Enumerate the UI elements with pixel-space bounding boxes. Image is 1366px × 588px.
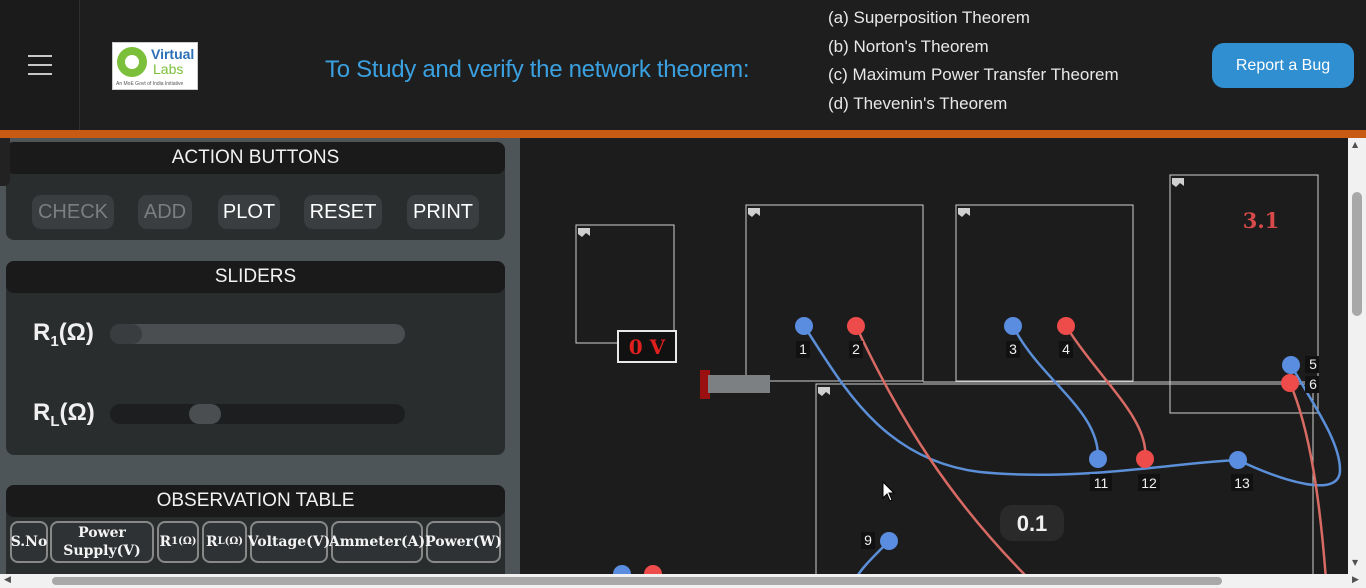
terminal-12[interactable] xyxy=(1136,450,1154,468)
header: Virtual Labs An MoE Govt of India Initia… xyxy=(0,0,1366,130)
r1-slider-track[interactable] xyxy=(110,324,405,344)
terminal-label: 9 xyxy=(864,532,872,548)
terminal-13[interactable] xyxy=(1229,451,1247,469)
observation-table-heading: OBSERVATION TABLE xyxy=(6,485,505,517)
reset-button[interactable]: RESET xyxy=(304,195,382,229)
terminal-11[interactable] xyxy=(1089,450,1107,468)
r1-slider-label: R1(Ω) xyxy=(33,319,94,350)
report-bug-button[interactable]: Report a Bug xyxy=(1212,43,1354,88)
rl-slider-track[interactable] xyxy=(110,404,405,424)
wire-13-5[interactable] xyxy=(1236,363,1342,487)
theorem-item: (c) Maximum Power Transfer Theorem xyxy=(828,65,1119,85)
mouse-cursor-icon xyxy=(882,480,896,502)
load-reading: 0.1 xyxy=(1017,511,1048,536)
sliders-card: SLIDERS R1(Ω) RL(Ω) xyxy=(6,261,505,455)
voltmeter-reading: 0 V xyxy=(629,335,666,359)
control-panel: ACTION BUTTONS CHECK ADD PLOT RESET PRIN… xyxy=(0,138,520,574)
switch-knob[interactable] xyxy=(700,370,710,399)
scroll-left-icon[interactable]: ◀ xyxy=(4,575,11,585)
broken-image-icon xyxy=(578,178,1184,396)
add-button[interactable]: ADD xyxy=(138,195,192,229)
wire-1-13[interactable] xyxy=(802,324,1240,477)
wire-6[interactable] xyxy=(1288,381,1327,580)
scroll-up-icon[interactable]: ▲ xyxy=(1352,140,1359,149)
rl-slider-label: RL(Ω) xyxy=(33,399,95,430)
terminal-3[interactable] xyxy=(1004,317,1022,335)
sliders-heading: SLIDERS xyxy=(6,261,505,293)
terminal-label: 2 xyxy=(852,341,860,357)
theorem-item: (d) Thevenin's Theorem xyxy=(828,94,1008,114)
action-buttons-card: ACTION BUTTONS CHECK ADD PLOT RESET PRIN… xyxy=(6,142,505,240)
component-image-box xyxy=(745,204,924,382)
flask-icon xyxy=(117,47,147,77)
wire-2[interactable] xyxy=(854,324,1030,580)
terminal-label: 1 xyxy=(799,341,807,357)
horizontal-scrollbar[interactable]: ◀ ▶ xyxy=(0,574,1366,588)
voltmeter-display xyxy=(617,330,677,363)
horizontal-scroll-thumb[interactable] xyxy=(52,577,1222,585)
switch-body[interactable] xyxy=(708,375,770,393)
terminal-4[interactable] xyxy=(1057,317,1075,335)
load-reading-badge xyxy=(1000,505,1064,541)
wire-3-11[interactable] xyxy=(1011,324,1100,461)
ammeter-image-box xyxy=(1169,174,1319,414)
panel-tab xyxy=(0,138,10,186)
terminal-label: 3 xyxy=(1009,341,1017,357)
terminal-label: 5 xyxy=(1309,356,1317,372)
column-voltage: Voltage(V) xyxy=(248,521,330,563)
scroll-down-icon[interactable]: ▼ xyxy=(1352,558,1359,567)
terminal-partial[interactable] xyxy=(644,565,662,583)
terminal-1[interactable] xyxy=(795,317,813,335)
terminal-partial[interactable] xyxy=(613,565,631,583)
terminal-label: 6 xyxy=(1309,376,1317,392)
hamburger-menu-icon[interactable] xyxy=(28,55,52,82)
column-ammeter: Ammeter(A) xyxy=(329,521,425,563)
print-button[interactable]: PRINT xyxy=(407,195,479,229)
header-divider xyxy=(0,130,1366,138)
component-image-box xyxy=(955,204,1134,382)
terminal-2[interactable] xyxy=(847,317,865,335)
terminal-9[interactable] xyxy=(880,532,898,550)
logo-line1: Virtual xyxy=(151,46,195,62)
terminal-5[interactable] xyxy=(1282,356,1300,374)
vertical-scroll-thumb[interactable] xyxy=(1352,192,1362,316)
theorem-item: (a) Superposition Theorem xyxy=(828,8,1030,27)
logo-line2: Labs xyxy=(153,61,184,77)
column-power-supply: Power Supply(V) xyxy=(50,521,154,563)
observation-table-card: OBSERVATION TABLE S.No Power Supply(V) R… xyxy=(6,485,505,574)
plot-button[interactable]: PLOT xyxy=(218,195,280,229)
r1-slider-thumb[interactable] xyxy=(110,324,142,344)
terminal-label: 11 xyxy=(1094,475,1109,491)
terminal-label: 4 xyxy=(1062,341,1070,357)
column-power: Power(W) xyxy=(425,521,502,563)
ammeter-reading: 3.1 xyxy=(1243,208,1280,233)
wire-4-12[interactable] xyxy=(1064,324,1147,461)
terminal-label: 13 xyxy=(1234,475,1250,491)
voltmeter-image-box xyxy=(575,224,675,344)
action-buttons-heading: ACTION BUTTONS xyxy=(6,142,505,174)
vertical-scrollbar[interactable]: ▲ ▼ xyxy=(1348,138,1366,574)
check-button[interactable]: CHECK xyxy=(32,195,114,229)
scroll-right-icon[interactable]: ▶ xyxy=(1352,575,1359,585)
theorem-list: (a) Superposition Theorem (b) Norton's T… xyxy=(828,4,1119,119)
rl-slider-thumb[interactable] xyxy=(188,404,221,424)
terminal-label: 12 xyxy=(1141,475,1157,491)
terminal-6[interactable] xyxy=(1281,374,1299,392)
page-title: To Study and verify the network theorem: xyxy=(325,56,750,83)
menu-panel xyxy=(0,0,80,130)
terminals xyxy=(613,317,1300,583)
virtual-labs-logo[interactable]: Virtual Labs An MoE Govt of India Initia… xyxy=(112,42,198,90)
theorem-item: (b) Norton's Theorem xyxy=(828,36,989,56)
logo-tagline: An MoE Govt of India Initiative xyxy=(116,81,184,87)
column-sno: S.No xyxy=(10,521,48,563)
